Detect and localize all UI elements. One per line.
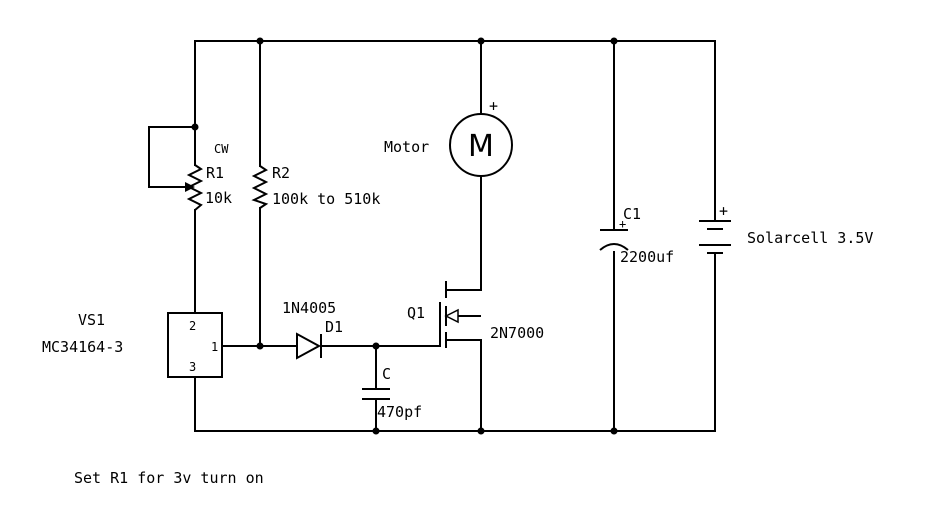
r1-potentiometer: CW R1 10k: [183, 142, 232, 211]
r2-value-label: 100k to 510k: [272, 190, 380, 208]
junction-dot: [610, 427, 618, 435]
junction-dot: [256, 37, 264, 45]
r1-wiper-arrowhead: [185, 182, 195, 192]
r1-rotation-label: CW: [214, 142, 229, 156]
d1-diode: 1N4005 D1: [282, 299, 343, 360]
source-to-ground-wire: [445, 339, 482, 432]
motor-to-drain-wire: [445, 175, 482, 291]
junction-dot: [372, 427, 380, 435]
vs1-pin-3-label: 3: [189, 360, 196, 374]
c1-plate-curved: [599, 243, 629, 251]
junction-dot: [372, 342, 380, 350]
junction-dot: [256, 342, 264, 350]
solar-plus-sign: +: [719, 202, 728, 220]
r2-resistor-zigzag: [251, 165, 269, 209]
d1-anode-triangle: [296, 332, 322, 360]
junction-dots: [191, 37, 618, 435]
vs1-supervisor: 2 1 3 VS1 MC34164-3: [42, 311, 223, 378]
motor: M + Motor: [384, 97, 513, 177]
q1-body-arrow: [444, 308, 459, 324]
wires: [148, 40, 716, 432]
q1-part-label: 2N7000: [490, 324, 544, 342]
motor-symbol: M: [468, 129, 494, 164]
vs1-pin-1-label: 1: [211, 340, 218, 354]
q1-ref-label: Q1: [407, 304, 425, 322]
c-capacitor: C 470pf: [362, 365, 422, 421]
solar-label: Solarcell 3.5V: [747, 229, 873, 247]
r2-ref-label: R2: [272, 164, 290, 182]
vs1-part-label: MC34164-3: [42, 338, 123, 356]
c1-value-label: 2200uf: [620, 248, 674, 266]
r2-resistor: R2 100k to 510k: [251, 164, 380, 209]
junction-dot: [477, 427, 485, 435]
c1-capacitor: + C1 2200uf: [599, 205, 674, 266]
vs1-pin-2-label: 2: [189, 319, 196, 333]
c1-ref-label: C1: [623, 205, 641, 223]
solar-cell: + Solarcell 3.5V: [699, 202, 873, 254]
r1-ref-label: R1: [206, 164, 224, 182]
c-ref-label: C: [382, 365, 391, 383]
junction-dot: [477, 37, 485, 45]
motor-circle: [449, 113, 513, 177]
d1-part-label: 1N4005: [282, 299, 336, 317]
vs1-ref-label: VS1: [78, 311, 105, 329]
c1-plus-sign: +: [619, 217, 626, 231]
r1-value-label: 10k: [205, 189, 232, 207]
d1-ref-label: D1: [325, 318, 343, 336]
q1-mosfet: Q1 2N7000: [407, 281, 544, 348]
motor-plus-sign: +: [489, 97, 498, 115]
c-value-label: 470pf: [377, 403, 422, 421]
r1-wiper-loop-wire: [148, 126, 196, 188]
vs1-body: [167, 312, 223, 378]
junction-dot: [191, 123, 199, 131]
setup-note: Set R1 for 3v turn on: [74, 469, 264, 487]
motor-label: Motor: [384, 138, 429, 156]
junction-dot: [610, 37, 618, 45]
